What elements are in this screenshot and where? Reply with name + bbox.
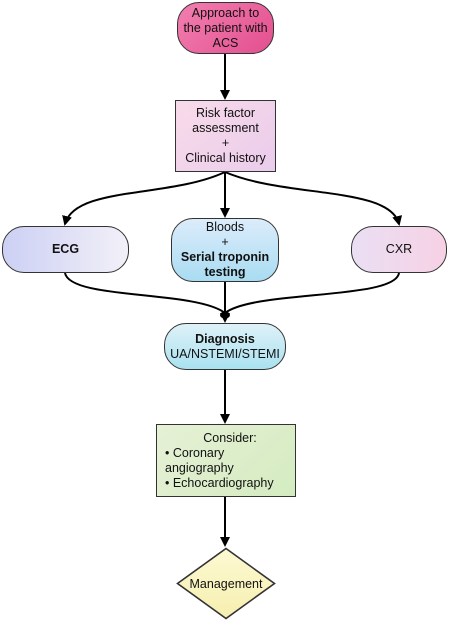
node-approach-line-2: the patient with	[183, 20, 268, 35]
node-diagnosis-title: Diagnosis	[195, 331, 255, 346]
node-consider-bullet-1: • Coronary angiography	[165, 445, 234, 475]
node-diagnosis-subtitle: UA/NSTEMI/STEMI	[170, 346, 280, 361]
node-risk-line-4: Clinical history	[185, 151, 266, 165]
curve-cxr-to-diagnosis	[224, 272, 400, 314]
node-approach-line-3: ACS	[212, 35, 239, 50]
node-risk-assessment: Risk factor assessment + Clinical histor…	[175, 100, 276, 172]
node-consider-heading: Consider:	[203, 430, 257, 445]
node-risk-line-1: Risk factor	[195, 106, 256, 120]
arrow-risk-to-ecg	[62, 171, 226, 226]
node-bloods-bold-1: Serial troponin	[180, 250, 270, 264]
arrow-risk-to-cxr	[224, 171, 402, 226]
curve-ecg-to-diagnosis	[64, 272, 226, 314]
node-cxr-label: CXR	[385, 242, 413, 256]
node-consider: Consider: • Coronary angiography • Echoc…	[156, 424, 296, 497]
node-ecg: ECG	[2, 226, 129, 273]
node-risk-line-3: +	[221, 136, 230, 150]
node-ecg-label: ECG	[51, 242, 80, 256]
node-bloods: Bloods + Serial troponin testing	[171, 218, 279, 282]
management-diamond-shape	[176, 547, 276, 620]
node-risk-line-2: assessment	[192, 121, 259, 135]
node-diagnosis: Diagnosis UA/NSTEMI/STEMI	[164, 323, 286, 370]
node-bloods-bold-2: testing	[204, 265, 246, 279]
node-consider-bullet-2: • Echocardiography	[165, 475, 274, 490]
node-management-label: Management	[189, 576, 263, 591]
node-approach-line-1: Approach to	[191, 5, 260, 20]
merge-junction	[220, 311, 230, 319]
node-approach-to-patient: Approach to the patient with ACS	[177, 2, 274, 54]
node-bloods-line-2: +	[221, 235, 229, 249]
node-cxr: CXR	[351, 226, 447, 273]
node-management: Management	[176, 547, 276, 620]
node-bloods-line-1: Bloods	[205, 220, 245, 234]
